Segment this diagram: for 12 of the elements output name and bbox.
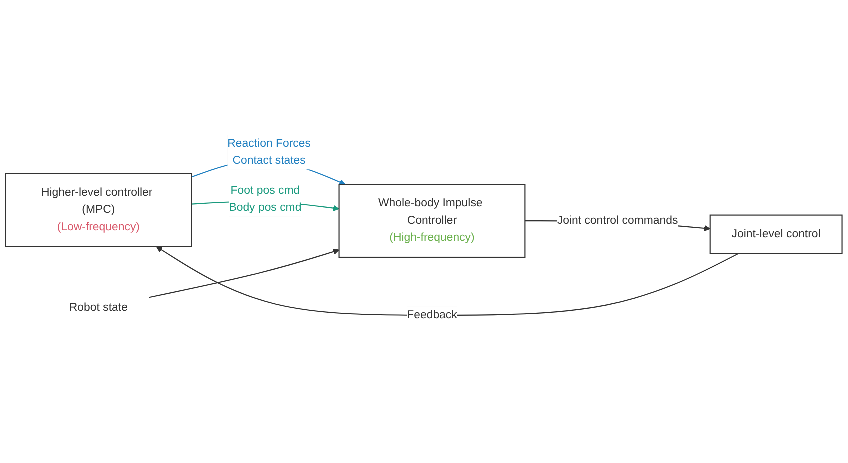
edge-label: Body pos cmd [229, 202, 302, 214]
edge-label: Joint control commands [557, 214, 678, 227]
arrow [149, 248, 340, 298]
arrow [156, 246, 739, 316]
edge-label: Foot pos cmd [230, 184, 300, 197]
edge-label: Contact states [232, 154, 306, 167]
node-box: Higher-level controller (MPC) (Low-frequency) [5, 173, 192, 248]
node-box: Joint-level control [710, 214, 843, 254]
edge-label: Feedback [407, 308, 458, 322]
edge-label: Reaction Forces [228, 138, 311, 150]
node-text: Robot state [69, 302, 128, 314]
node-box: Whole-body Impulse Controller (High-frequency) [338, 184, 526, 258]
